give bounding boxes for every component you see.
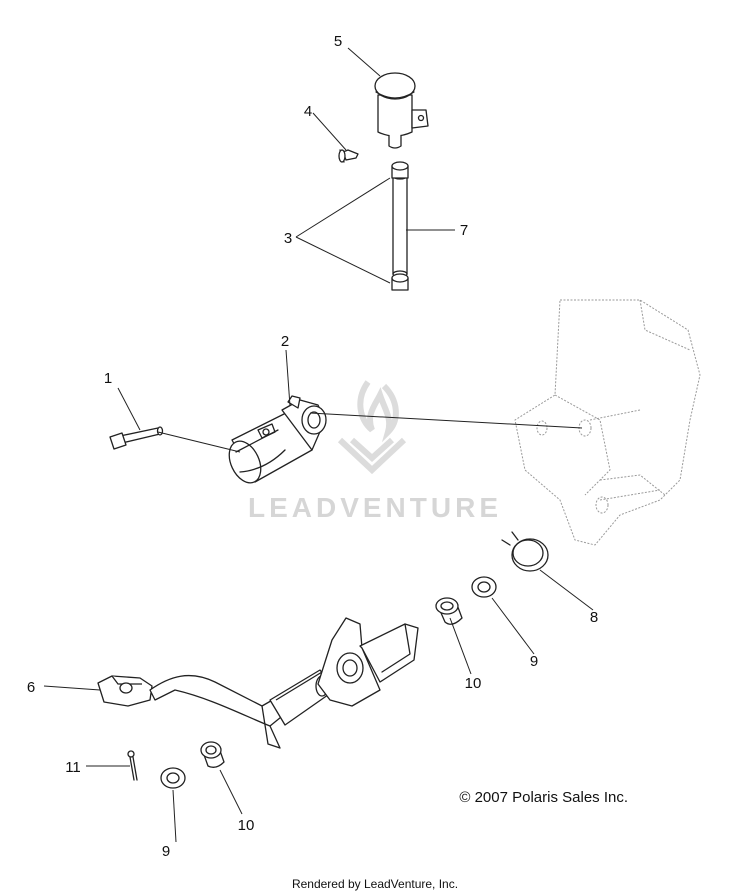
watermark-logo-icon xyxy=(337,380,407,475)
callout-5: 5 xyxy=(334,33,342,50)
callout-9-left: 9 xyxy=(162,843,170,860)
part-washer-right xyxy=(471,576,497,598)
part-master-cylinder xyxy=(228,395,327,484)
callout-4: 4 xyxy=(304,103,312,120)
part-reservoir xyxy=(374,72,429,149)
callout-8: 8 xyxy=(590,609,598,626)
part-clamp-top xyxy=(391,161,409,179)
callout-1: 1 xyxy=(104,370,112,387)
callout-3: 3 xyxy=(284,230,292,247)
part-screw xyxy=(338,149,359,163)
leader-lines xyxy=(43,47,594,843)
callout-7: 7 xyxy=(460,222,468,239)
callout-10-left: 10 xyxy=(238,817,255,834)
part-brake-pedal xyxy=(97,617,419,749)
callout-11: 11 xyxy=(65,759,81,776)
part-bushing-left xyxy=(200,741,225,768)
part-hose xyxy=(392,172,408,278)
part-washer-left xyxy=(160,767,186,789)
callout-9-right: 9 xyxy=(530,653,538,670)
footer-text: Rendered by LeadVenture, Inc. xyxy=(292,877,458,891)
part-spring-clip xyxy=(501,531,549,572)
part-clamp-bottom xyxy=(391,273,409,291)
part-bolt xyxy=(109,426,164,450)
watermark-text: LEADVENTURE xyxy=(248,492,502,523)
part-bushing-right xyxy=(435,597,463,625)
callout-2: 2 xyxy=(281,333,289,350)
part-bracket-ghost xyxy=(514,299,701,546)
part-cotter-pin xyxy=(127,750,138,781)
callout-10-right: 10 xyxy=(465,675,482,692)
copyright-text: © 2007 Polaris Sales Inc. xyxy=(459,789,628,806)
callout-6: 6 xyxy=(27,679,35,696)
